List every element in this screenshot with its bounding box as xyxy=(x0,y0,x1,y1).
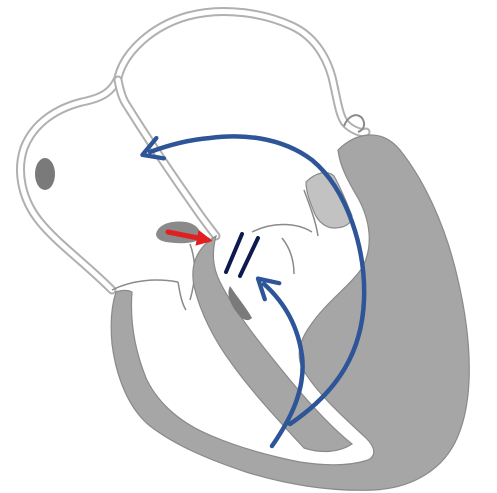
tricuspid-leaflet-chord xyxy=(178,282,186,310)
ventricle-walls xyxy=(111,135,469,490)
atrial-septum-inner xyxy=(118,80,216,236)
block-mark-1 xyxy=(226,234,242,272)
right-atrium-outer-wall xyxy=(21,78,118,290)
right-atrial-node xyxy=(35,158,55,190)
double-slash-icon xyxy=(226,234,258,276)
left-ventricle-wall xyxy=(111,135,469,490)
left-atrium-top-wall-inner xyxy=(118,11,366,132)
block-mark-2 xyxy=(240,238,258,276)
atrial-structures xyxy=(35,158,200,243)
tricuspid-leaflet-left xyxy=(112,280,178,290)
mitral-leaflet-left xyxy=(252,225,312,233)
atria-outline xyxy=(21,11,366,290)
mitral-leaflet-right xyxy=(282,238,294,274)
